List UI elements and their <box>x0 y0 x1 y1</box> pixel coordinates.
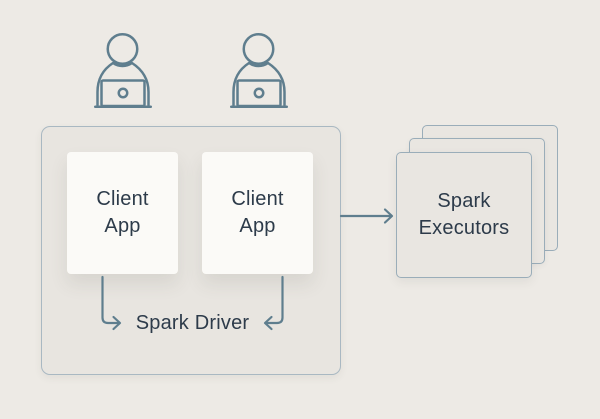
client-to-driver-arrows <box>101 275 284 331</box>
client-app-node: Client App <box>202 152 313 274</box>
spark-driver-container: Client App Client App Spark Driver <box>41 126 341 375</box>
client-app-label-line2: App <box>239 215 276 237</box>
client-app-label-line2: App <box>104 215 141 237</box>
user-at-laptop-icon <box>230 33 288 108</box>
spark-executors-label-line2: Executors <box>418 217 510 239</box>
client-app-label-line1: Client <box>231 188 284 210</box>
driver-to-executors-arrow <box>339 208 394 224</box>
user-at-laptop-icon <box>94 33 152 108</box>
spark-executors-node: Spark Executors <box>396 152 532 278</box>
spark-executors-label-line1: Spark <box>437 190 491 212</box>
client-app-label-line1: Client <box>96 188 149 210</box>
spark-driver-label: Spark Driver <box>135 312 250 334</box>
client-app-node: Client App <box>67 152 178 274</box>
